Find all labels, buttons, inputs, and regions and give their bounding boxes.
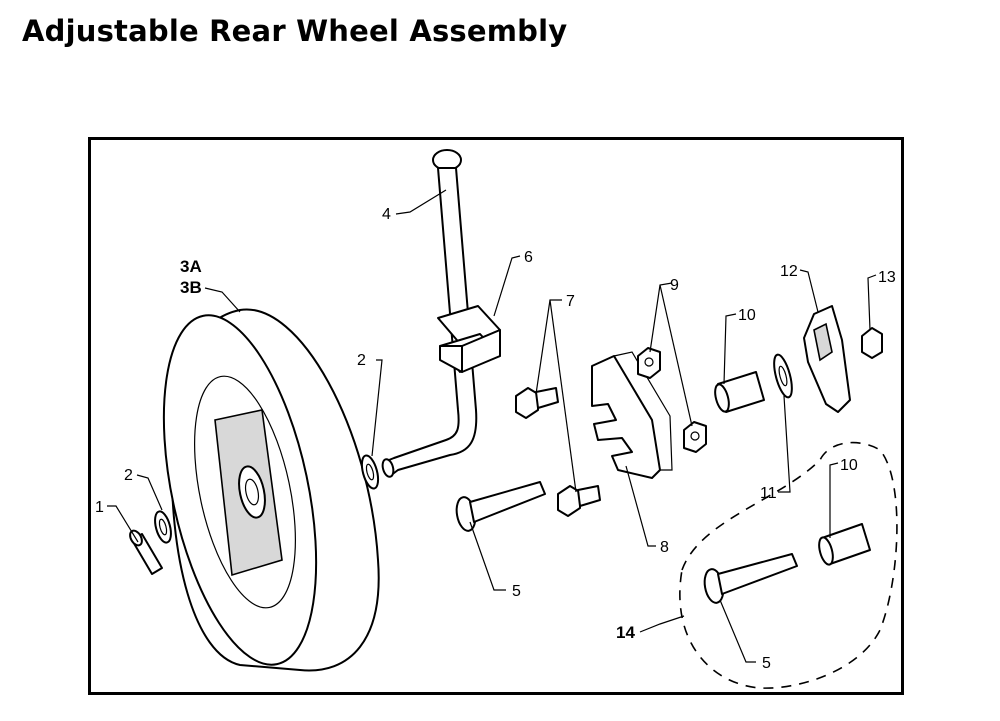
callout-3a: 3A — [180, 257, 202, 276]
nut-upper — [637, 347, 661, 379]
callout-10-lower: 10 — [840, 457, 858, 474]
callout-2-left: 2 — [124, 467, 133, 484]
callout-10-upper: 10 — [738, 307, 756, 324]
diagram-frame — [88, 137, 904, 695]
kit-outline — [679, 441, 898, 689]
callout-2-center: 2 — [357, 352, 366, 369]
callout-13: 13 — [878, 269, 896, 286]
washer-left — [154, 510, 172, 544]
callout-7: 7 — [566, 293, 575, 310]
callout-12: 12 — [780, 263, 798, 280]
nut-right — [861, 327, 883, 359]
spacer-lower — [818, 523, 871, 566]
callout-11: 11 — [760, 485, 777, 502]
axle-bolt-lower — [703, 553, 798, 604]
nut-lower — [683, 421, 707, 453]
page-title: Adjustable Rear Wheel Assembly — [22, 14, 568, 48]
spacer-upper — [714, 371, 765, 413]
callout-6: 6 — [524, 249, 533, 266]
washer-right — [773, 353, 793, 399]
axle-bolt-center — [455, 481, 546, 532]
callout-14: 14 — [616, 623, 635, 642]
callout-5-lower: 5 — [762, 655, 771, 672]
callout-8: 8 — [660, 539, 669, 556]
axle-handle — [381, 149, 478, 478]
clevis-pin — [129, 529, 163, 575]
washer-center — [360, 454, 380, 490]
height-bracket — [437, 305, 501, 373]
callout-1: 1 — [95, 499, 104, 516]
adjustment-plate — [591, 351, 673, 479]
callout-4: 4 — [382, 206, 391, 223]
callout-3b: 3B — [180, 278, 202, 297]
bolt-lower — [557, 485, 601, 517]
callout-5-center: 5 — [512, 583, 521, 600]
leader-lines — [107, 189, 877, 663]
bolt-upper — [515, 387, 559, 419]
wheel — [162, 308, 380, 672]
callout-9: 9 — [670, 277, 679, 294]
cam-lever — [803, 305, 851, 413]
